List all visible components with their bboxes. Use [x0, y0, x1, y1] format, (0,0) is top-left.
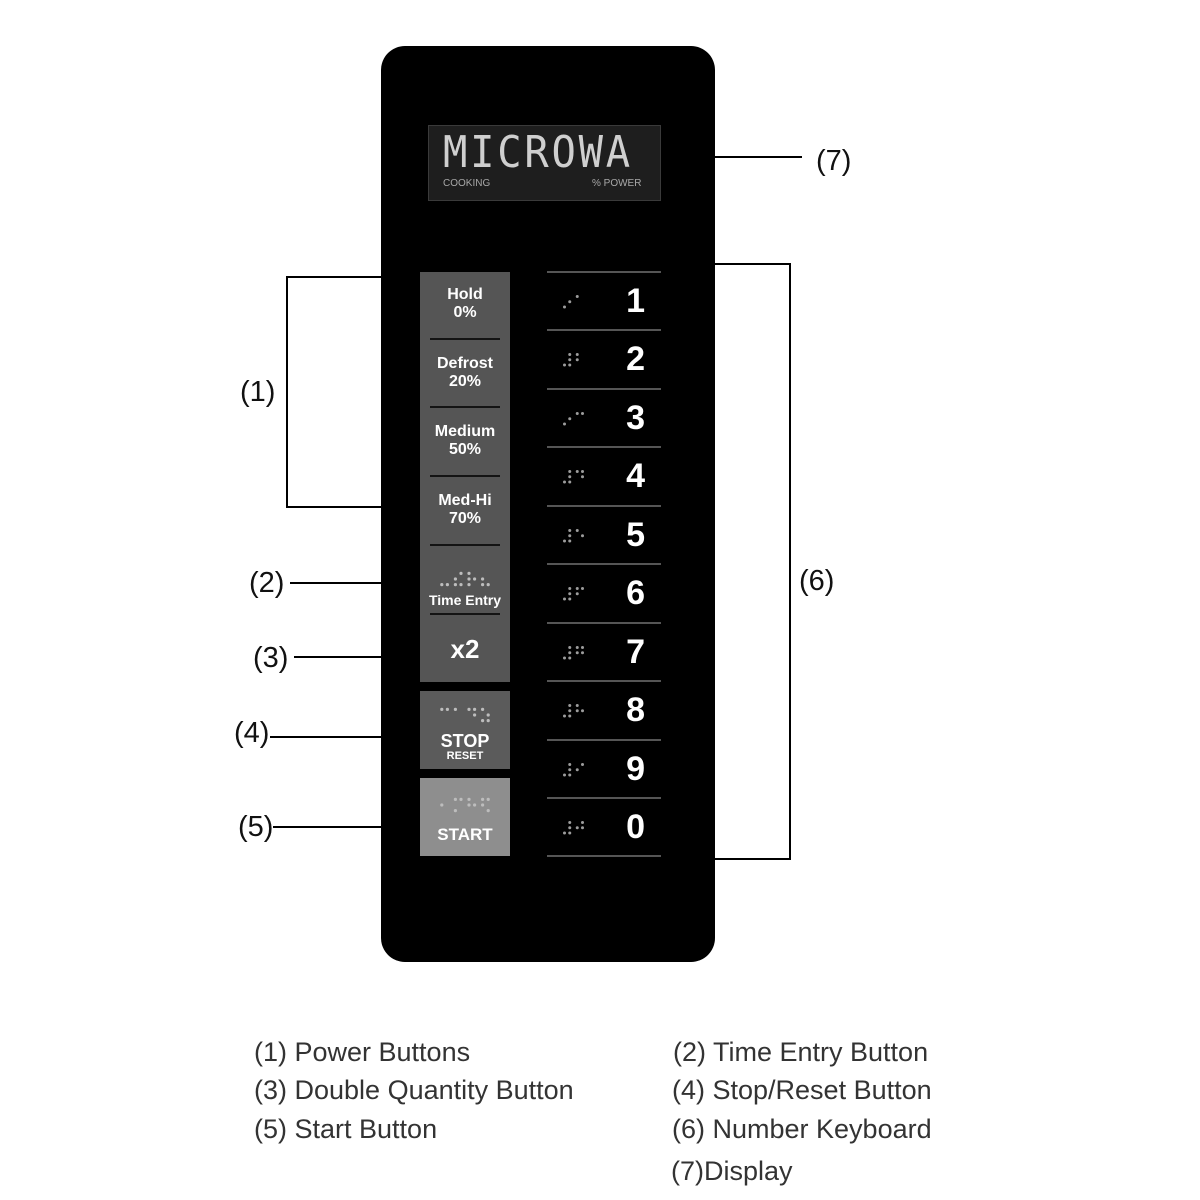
key-label: 0	[626, 808, 645, 846]
key-label: 1	[626, 282, 645, 320]
button-divider	[430, 544, 500, 546]
callout-line-7	[690, 156, 802, 158]
medium-percent: 50%	[448, 441, 482, 458]
callout-3: (3)	[253, 642, 289, 674]
braille-icon	[440, 571, 490, 587]
time-entry-button[interactable]: Time Entry	[420, 548, 510, 612]
hold-button[interactable]: Hold 0%	[420, 272, 510, 336]
key-1[interactable]: 1	[547, 271, 661, 329]
key-2[interactable]: 2	[547, 329, 661, 387]
braille-icon	[563, 470, 584, 484]
bracket-6-side	[789, 263, 791, 860]
stop-label: STOP	[440, 731, 490, 751]
key-label: 8	[626, 691, 645, 729]
bracket-1-top	[286, 276, 402, 278]
defrost-button[interactable]: Defrost 20%	[420, 341, 510, 405]
button-divider	[430, 613, 500, 615]
bracket-1-bottom	[286, 506, 402, 508]
legend-item: (4) Stop/Reset Button	[672, 1075, 932, 1105]
callout-4: (4)	[234, 717, 270, 749]
power-indicator: % POWER	[592, 178, 642, 189]
key-3[interactable]: 3	[547, 388, 661, 446]
hold-percent: 0%	[453, 304, 477, 321]
braille-icon	[563, 295, 584, 309]
callout-line-2	[290, 582, 404, 584]
keypad-bottom-line	[547, 855, 661, 857]
key-0[interactable]: 0	[547, 797, 661, 855]
legend-item: (2) Time Entry Button	[673, 1037, 929, 1067]
bracket-1-side	[286, 276, 288, 508]
callout-7: (7)	[816, 145, 852, 177]
legend-item: (7)Display	[671, 1156, 793, 1186]
cooking-indicator: COOKING	[443, 178, 491, 189]
key-label: 5	[626, 516, 645, 554]
med-hi-percent: 70%	[448, 510, 482, 527]
double-quantity-button[interactable]: x2	[420, 616, 510, 682]
key-label: 9	[626, 750, 645, 788]
key-7[interactable]: 7	[547, 622, 661, 680]
callout-line-5	[273, 826, 409, 828]
braille-icon	[563, 821, 584, 835]
med-hi-label: Med-Hi	[438, 492, 492, 509]
defrost-percent: 20%	[448, 373, 482, 390]
legend-item: (1) Power Buttons	[254, 1037, 471, 1067]
hold-label: Hold	[447, 286, 483, 303]
key-label: 4	[626, 457, 645, 495]
callout-6: (6)	[799, 565, 835, 597]
medium-label: Medium	[434, 423, 496, 440]
braille-icon	[563, 763, 584, 777]
braille-icon	[440, 707, 490, 723]
callout-line-4	[270, 736, 384, 738]
key-5[interactable]: 5	[547, 505, 661, 563]
callout-line-3	[294, 656, 384, 658]
key-4[interactable]: 4	[547, 446, 661, 504]
legend-item: (3) Double Quantity Button	[254, 1075, 574, 1105]
reset-label: RESET	[446, 750, 484, 762]
medium-button[interactable]: Medium 50%	[420, 409, 510, 473]
start-label: START	[437, 825, 493, 844]
braille-icon	[563, 412, 584, 426]
med-hi-button[interactable]: Med-Hi 70%	[420, 478, 510, 542]
key-6[interactable]: 6	[547, 563, 661, 621]
button-divider	[430, 406, 500, 408]
start-button[interactable]: START	[420, 778, 510, 856]
braille-icon	[440, 797, 490, 813]
braille-icon	[563, 587, 584, 601]
double-label: x2	[450, 634, 480, 664]
display-readout: MICROWA	[443, 127, 633, 178]
legend-item: (5) Start Button	[254, 1114, 438, 1144]
braille-icon	[563, 646, 584, 660]
key-label: 2	[626, 340, 645, 378]
display-screen	[428, 125, 661, 201]
time-entry-label: Time Entry	[428, 592, 502, 608]
braille-icon	[563, 529, 584, 543]
bracket-6-bottom	[697, 858, 791, 860]
callout-1: (1)	[240, 376, 276, 408]
bracket-6-top	[697, 263, 791, 265]
legend-item: (6) Number Keyboard	[672, 1114, 932, 1144]
callout-2: (2)	[249, 567, 285, 599]
key-label: 3	[626, 399, 645, 437]
stop-reset-button[interactable]: STOP RESET	[420, 691, 510, 769]
callout-5: (5)	[238, 811, 274, 843]
braille-icon	[563, 353, 584, 367]
key-9[interactable]: 9	[547, 739, 661, 797]
braille-icon	[563, 704, 584, 718]
button-divider	[430, 338, 500, 340]
key-label: 6	[626, 574, 645, 612]
button-divider	[430, 475, 500, 477]
key-8[interactable]: 8	[547, 680, 661, 738]
defrost-label: Defrost	[436, 355, 493, 372]
key-label: 7	[626, 633, 645, 671]
